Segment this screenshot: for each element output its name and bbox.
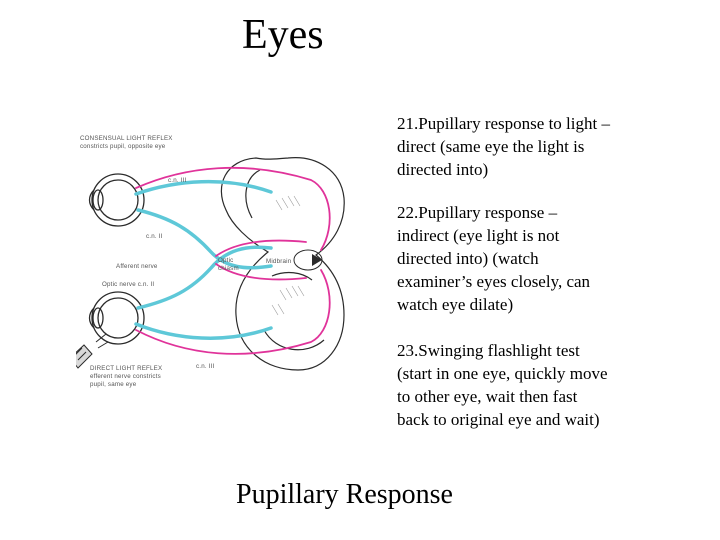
- footer-title: Pupillary Response: [236, 479, 453, 510]
- pupillary-reflex-diagram: CONSENSUAL LIGHT REFLEX constricts pupil…: [76, 135, 345, 388]
- label-afferent: Afferent nerve: [116, 263, 158, 270]
- midbrain-structure: [293, 249, 323, 271]
- label-optic-chiasm-2: chiasm: [218, 265, 239, 272]
- bullet-item: 22.Pupillary response – indirect (eye li…: [397, 203, 591, 314]
- flashlight-icon: [76, 333, 109, 369]
- label-direct-sub1: efferent nerve constricts: [90, 373, 161, 380]
- bullet-list: 21.Pupillary response to light – direct …: [397, 112, 687, 451]
- label-cn-iii-bottom: c.n. III: [196, 363, 215, 370]
- afferent-pathway: [134, 179, 273, 340]
- efferent-pathway: [135, 166, 331, 355]
- brain-hatching: [271, 195, 305, 316]
- label-cn-iii-top: c.n. III: [168, 177, 187, 184]
- right-eye-bottom: [88, 291, 145, 345]
- label-consensual-sub: constricts pupil, opposite eye: [80, 143, 166, 150]
- label-consensual-title: CONSENSUAL LIGHT REFLEX: [80, 135, 173, 142]
- bullet-item: 23.Swinging flashlight test (start in on…: [397, 341, 608, 429]
- label-direct-sub2: pupil, same eye: [90, 381, 137, 388]
- brain-outline: [220, 157, 345, 371]
- left-eye-top: [88, 173, 145, 227]
- label-optic-nerve: Optic nerve c.n. II: [102, 281, 154, 288]
- label-cn-ii-top: c.n. II: [146, 233, 163, 240]
- label-optic-chiasm-1: Optic: [218, 257, 233, 264]
- bullet-item: 21.Pupillary response to light – direct …: [397, 114, 610, 179]
- label-direct-title: DIRECT LIGHT REFLEX: [90, 365, 162, 372]
- slide-title: Eyes: [242, 12, 324, 58]
- label-midbrain: Midbrain: [266, 258, 292, 265]
